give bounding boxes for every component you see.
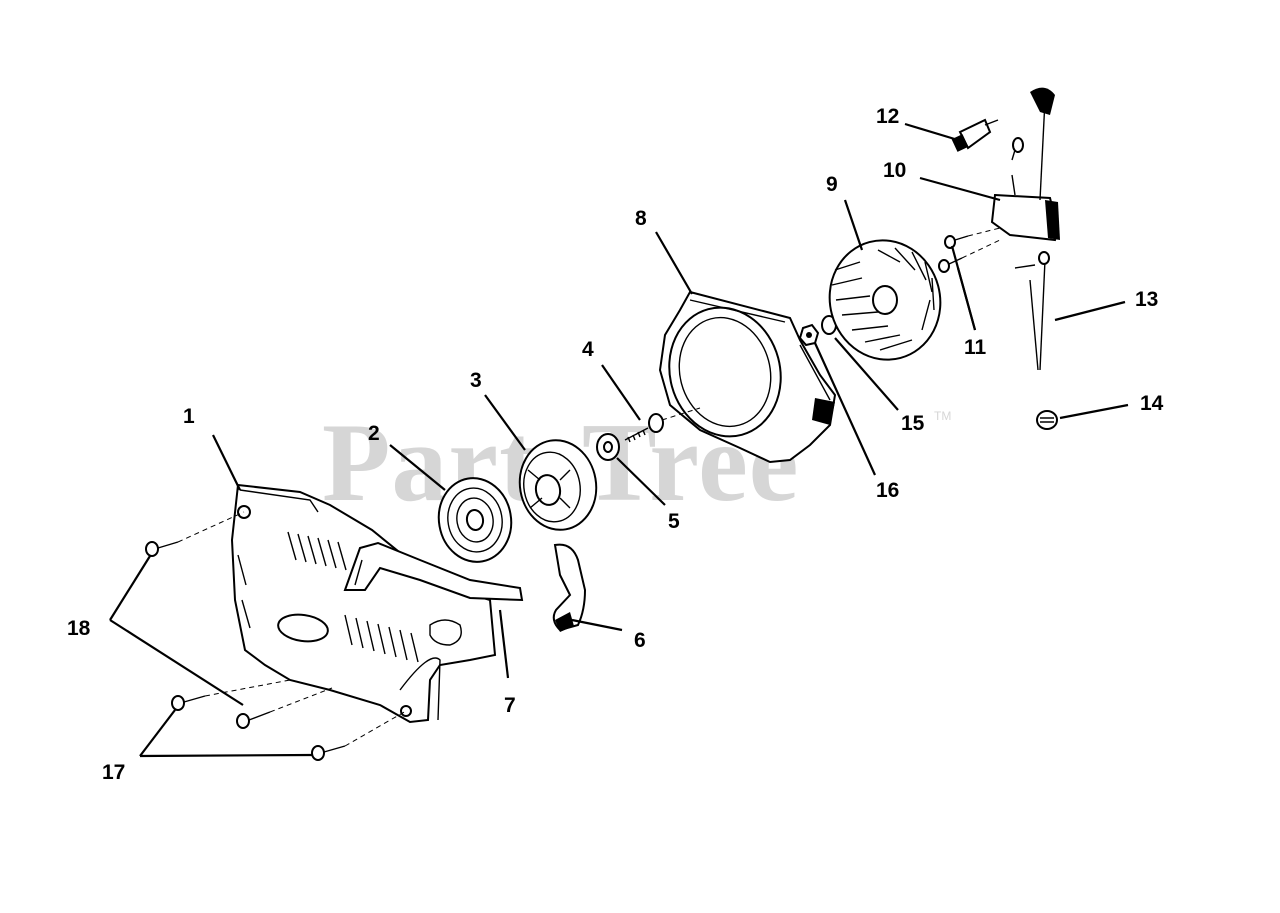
callout-15: 15	[901, 412, 925, 435]
callout-14: 14	[1140, 392, 1164, 415]
callout-17: 17	[102, 761, 125, 784]
part-starter-housing[interactable]	[230, 483, 497, 724]
part-screws-18[interactable]	[145, 541, 271, 729]
part-rewind-spring[interactable]	[432, 472, 517, 567]
part-handle[interactable]	[343, 541, 524, 602]
callout-2: 2	[368, 422, 380, 445]
part-stop-wire[interactable]	[1014, 251, 1050, 371]
callout-1: 1	[183, 405, 195, 428]
assembly-lines	[177, 227, 1001, 747]
part-ignition-module[interactable]	[990, 87, 1060, 242]
part-fan-housing[interactable]	[655, 290, 837, 464]
callout-7: 7	[504, 694, 516, 717]
watermark-trademark: TM	[934, 409, 951, 423]
part-screws-11[interactable]	[938, 235, 969, 273]
callout-labels: 1 2 3 4 5 6 7 8 9 10 11 12 13 14 15 16 1…	[67, 105, 1164, 784]
part-flywheel[interactable]	[816, 228, 953, 372]
part-grip[interactable]	[552, 543, 587, 632]
part-nut-14[interactable]	[1036, 410, 1058, 430]
callout-3: 3	[470, 369, 482, 392]
part-washer-5[interactable]	[596, 433, 620, 461]
callout-16: 16	[876, 479, 899, 502]
part-spark-plug[interactable]	[951, 118, 999, 152]
part-pulley[interactable]	[513, 434, 603, 536]
callout-18: 18	[67, 617, 91, 640]
callout-10: 10	[883, 159, 906, 182]
callout-9: 9	[826, 173, 838, 196]
callout-8: 8	[635, 207, 647, 230]
callout-5: 5	[668, 510, 680, 533]
callout-4: 4	[582, 338, 594, 361]
part-screw-4[interactable]	[624, 413, 664, 443]
callout-6: 6	[634, 629, 646, 652]
leader-lines	[109, 122, 1129, 758]
part-nut-16[interactable]	[798, 323, 820, 347]
part-screws-17[interactable]	[171, 695, 346, 761]
callout-13: 13	[1135, 288, 1158, 311]
callout-11: 11	[964, 336, 987, 359]
callout-12: 12	[876, 105, 899, 128]
